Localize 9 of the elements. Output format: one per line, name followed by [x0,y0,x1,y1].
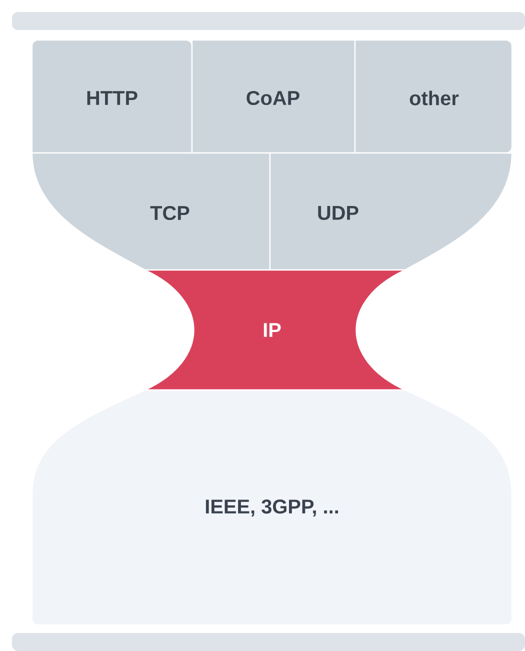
protocol-cell: HTTP [31,39,193,154]
protocol-cell: CoAP [191,39,356,154]
transport-cell: UDP [269,152,513,271]
shelf-bar [12,633,525,651]
protocol-cell: other [354,39,513,154]
waist-band: IP [144,269,406,391]
shelf-bar [12,12,525,30]
link-layer-band: IEEE, 3GPP, ... [31,389,513,626]
transport-cell: TCP [31,152,271,271]
